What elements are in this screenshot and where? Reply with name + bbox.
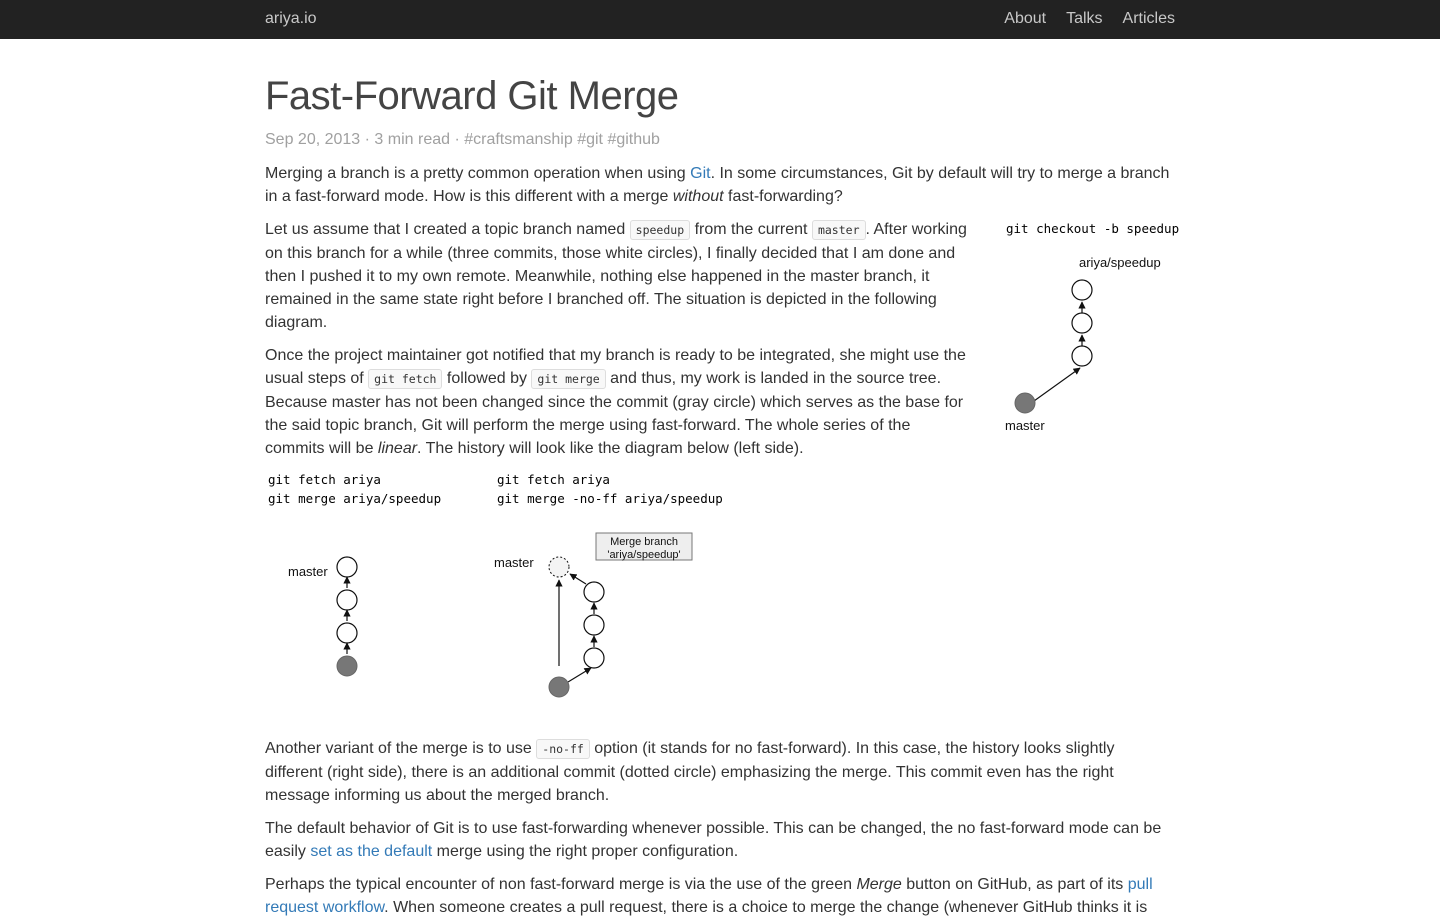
commit-circle (336, 589, 358, 611)
nav-links: About Talks Articles (1004, 0, 1175, 38)
code-git-merge: git merge (531, 369, 606, 389)
merge-diagrams: git fetch ariya git merge ariya/speedup … (265, 472, 1175, 727)
edge (569, 573, 587, 585)
noff-command-2: git merge -no-ff ariya/speedup (497, 491, 723, 506)
master-label: master (1005, 418, 1045, 433)
read-time: 3 min read (374, 131, 451, 148)
checkout-command: git checkout -b speedup (1006, 221, 1179, 236)
ff-command-1: git fetch ariya (268, 472, 381, 487)
paragraph-topic-branch: Let us assume that I created a topic bra… (265, 218, 971, 334)
paragraph-github: Perhaps the typical encounter of non fas… (265, 873, 1175, 919)
paragraph-default: The default behavior of Git is to use fa… (265, 817, 1175, 863)
commit-circle (1071, 345, 1093, 367)
commit-circle (1071, 279, 1093, 301)
post-date: Sep 20, 2013 (265, 131, 361, 148)
top-navbar: ariya.io About Talks Articles (0, 0, 1440, 39)
nav-link-talks[interactable]: Talks (1066, 10, 1103, 27)
emphasis-text: Merge (856, 876, 902, 893)
paragraph-fast-forward: Once the project maintainer got notified… (265, 344, 971, 460)
text: Once the project maintainer got notified… (265, 347, 966, 387)
nav-link-articles[interactable]: Articles (1122, 10, 1175, 27)
text: and thus, my work is landed in the sourc… (265, 370, 964, 457)
paragraph-intro: Merging a branch is a pretty common oper… (265, 162, 1175, 208)
tag-link-git[interactable]: #git (577, 131, 603, 148)
site-brand-link[interactable]: ariya.io (265, 10, 317, 27)
text: The default behavior of Git is to use fa… (265, 820, 1162, 860)
article-content: Fast-Forward Git Merge Sep 20, 2013 · 3 … (265, 39, 1179, 919)
page-title: Fast-Forward Git Merge (265, 74, 679, 118)
post-meta: Sep 20, 2013 · 3 min read · #craftsmansh… (265, 131, 660, 148)
tag-link-craftsmanship[interactable]: #craftsmanship (464, 131, 573, 148)
text: . When someone creates a pull request, t… (384, 899, 1148, 916)
ff-command-2: git merge ariya/speedup (268, 491, 441, 506)
text: . In some circumstances, Git by default … (265, 165, 1170, 205)
branch-label: ariya/speedup (1079, 255, 1161, 270)
commit-circle (583, 647, 605, 669)
nav-link-about[interactable]: About (1004, 10, 1047, 27)
checkout-diagram: git checkout -b speedup ariya/speedup ma… (1005, 221, 1179, 433)
base-commit-circle (336, 655, 358, 677)
merge-message-line-1: Merge branch (610, 536, 678, 548)
base-commit-circle (548, 676, 570, 698)
merge-comparison-diagram: git fetch ariya git merge ariya/speedup … (268, 472, 723, 698)
code-no-ff: -no-ff (536, 739, 590, 759)
emphasis-text: without (672, 188, 724, 205)
text: . The history will look like the diagram… (417, 440, 804, 457)
text: Another variant of the merge is to use (265, 740, 537, 757)
text: button on GitHub, as part of its (901, 876, 1128, 893)
commit-circle (336, 622, 358, 644)
set-default-link[interactable]: set as the default (310, 843, 433, 860)
text: Let us assume that I created a topic bra… (265, 221, 630, 238)
text: fast-forwarding? (723, 188, 843, 205)
text: . After working on this branch for a whi… (265, 221, 967, 331)
text: merge using the right proper configurati… (432, 843, 739, 860)
ff-master-label: master (288, 564, 328, 579)
merge-message-line-2: 'ariya/speedup' (607, 549, 680, 561)
tag-link-github[interactable]: #github (607, 131, 660, 148)
text: Perhaps the typical encounter of non fas… (265, 876, 857, 893)
text: Merging a branch is a pretty common oper… (265, 165, 691, 182)
merge-commit-circle (548, 556, 570, 578)
merge-message-box (595, 532, 693, 561)
base-commit-circle (1014, 392, 1036, 414)
code-master: master (811, 220, 866, 240)
edge (1033, 367, 1081, 402)
git-link[interactable]: Git (690, 165, 711, 182)
edge (567, 667, 592, 683)
code-speedup: speedup (629, 220, 691, 240)
noff-command-1: git fetch ariya (497, 472, 610, 487)
commit-circle (583, 614, 605, 636)
code-git-fetch: git fetch (368, 369, 443, 389)
text: followed by (442, 370, 532, 387)
text: option (it stands for no fast-forward). … (265, 740, 1115, 804)
commit-circle (1071, 312, 1093, 334)
paragraph-no-ff: Another variant of the merge is to use -… (265, 737, 1175, 807)
commit-circle (583, 581, 605, 603)
text: from the current (690, 221, 812, 238)
noff-master-label: master (494, 555, 534, 570)
emphasis-text: linear (377, 440, 418, 457)
commit-circle (336, 556, 358, 578)
